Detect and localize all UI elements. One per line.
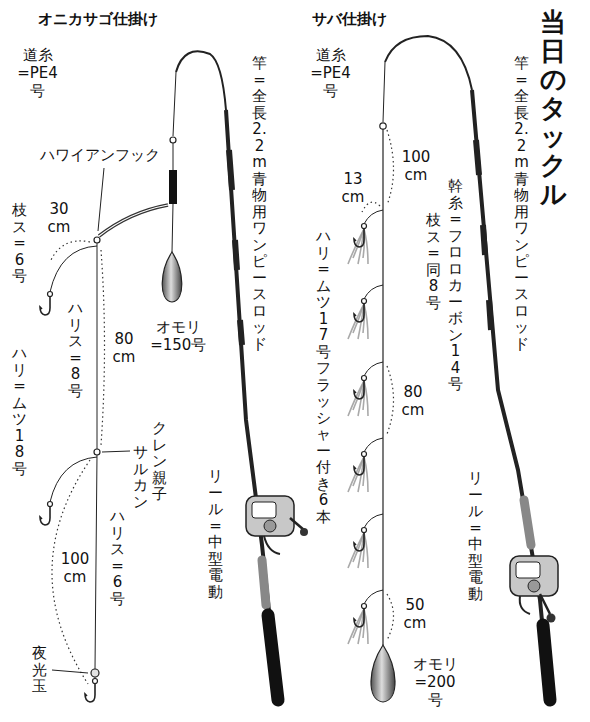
rod-right bbox=[385, 36, 550, 705]
dimension: 100 cm bbox=[60, 550, 90, 586]
line-spec: 幹糸=フロロカーボン14号 bbox=[448, 178, 463, 393]
line-spec: 道糸=PE4号 bbox=[12, 46, 63, 100]
sinker-spec: オモリ=200号 bbox=[408, 655, 462, 709]
dimension-lines-right bbox=[362, 130, 394, 640]
reel-spec: リール=中型電動 bbox=[208, 468, 223, 600]
rig-right bbox=[371, 62, 395, 702]
rod-left bbox=[176, 51, 279, 705]
hooks-left bbox=[40, 292, 98, 703]
sinker-spec: オモリ=150号 bbox=[146, 318, 211, 354]
line-spec: 道糸=PE4号 bbox=[305, 46, 356, 100]
part-name: 夜光玉 bbox=[32, 645, 47, 695]
rig-heading: オニカサゴ仕掛け bbox=[38, 10, 158, 28]
reel-spec: リール=中型電動 bbox=[468, 470, 483, 602]
rig-heading: サバ仕掛け bbox=[312, 10, 387, 28]
line-spec: 枝ス=同8号 bbox=[426, 212, 441, 311]
dimension: 30 cm bbox=[44, 200, 74, 236]
hook-spec: ハリ=ムツ18号 bbox=[12, 345, 27, 477]
dimension-lines-left bbox=[50, 241, 105, 684]
dimension: 13 cm bbox=[338, 170, 368, 206]
dimension: 80 cm bbox=[398, 383, 428, 419]
hook-spec: ハリ=ムツ17号 フラッシャー付き 6本 bbox=[316, 228, 331, 525]
dimension: 50 cm bbox=[400, 596, 430, 632]
dimension: 80 cm bbox=[112, 330, 136, 366]
line-spec: 枝ス=6号 bbox=[12, 202, 27, 285]
line-spec: ハリス=8号 bbox=[68, 300, 83, 399]
rod-spec: 竿=全長2.2m 青物用ワンピースロッド bbox=[514, 55, 529, 352]
part-name: クレン親子 bbox=[152, 420, 167, 503]
reel-right bbox=[510, 556, 558, 623]
rod-spec: 竿=全長2.2m 青物用ワンピースロッド bbox=[252, 55, 267, 352]
page-title: 当日のタックル bbox=[540, 8, 566, 208]
reel-left bbox=[246, 496, 308, 554]
branch-hooks-right bbox=[348, 210, 383, 644]
part-name: サルカン bbox=[133, 444, 148, 510]
part-name: ハワイアンフック bbox=[40, 146, 160, 164]
leader-lines-left bbox=[52, 168, 130, 673]
line-spec: ハリス=6号 bbox=[110, 508, 125, 607]
dimension: 100 cm bbox=[398, 148, 434, 184]
